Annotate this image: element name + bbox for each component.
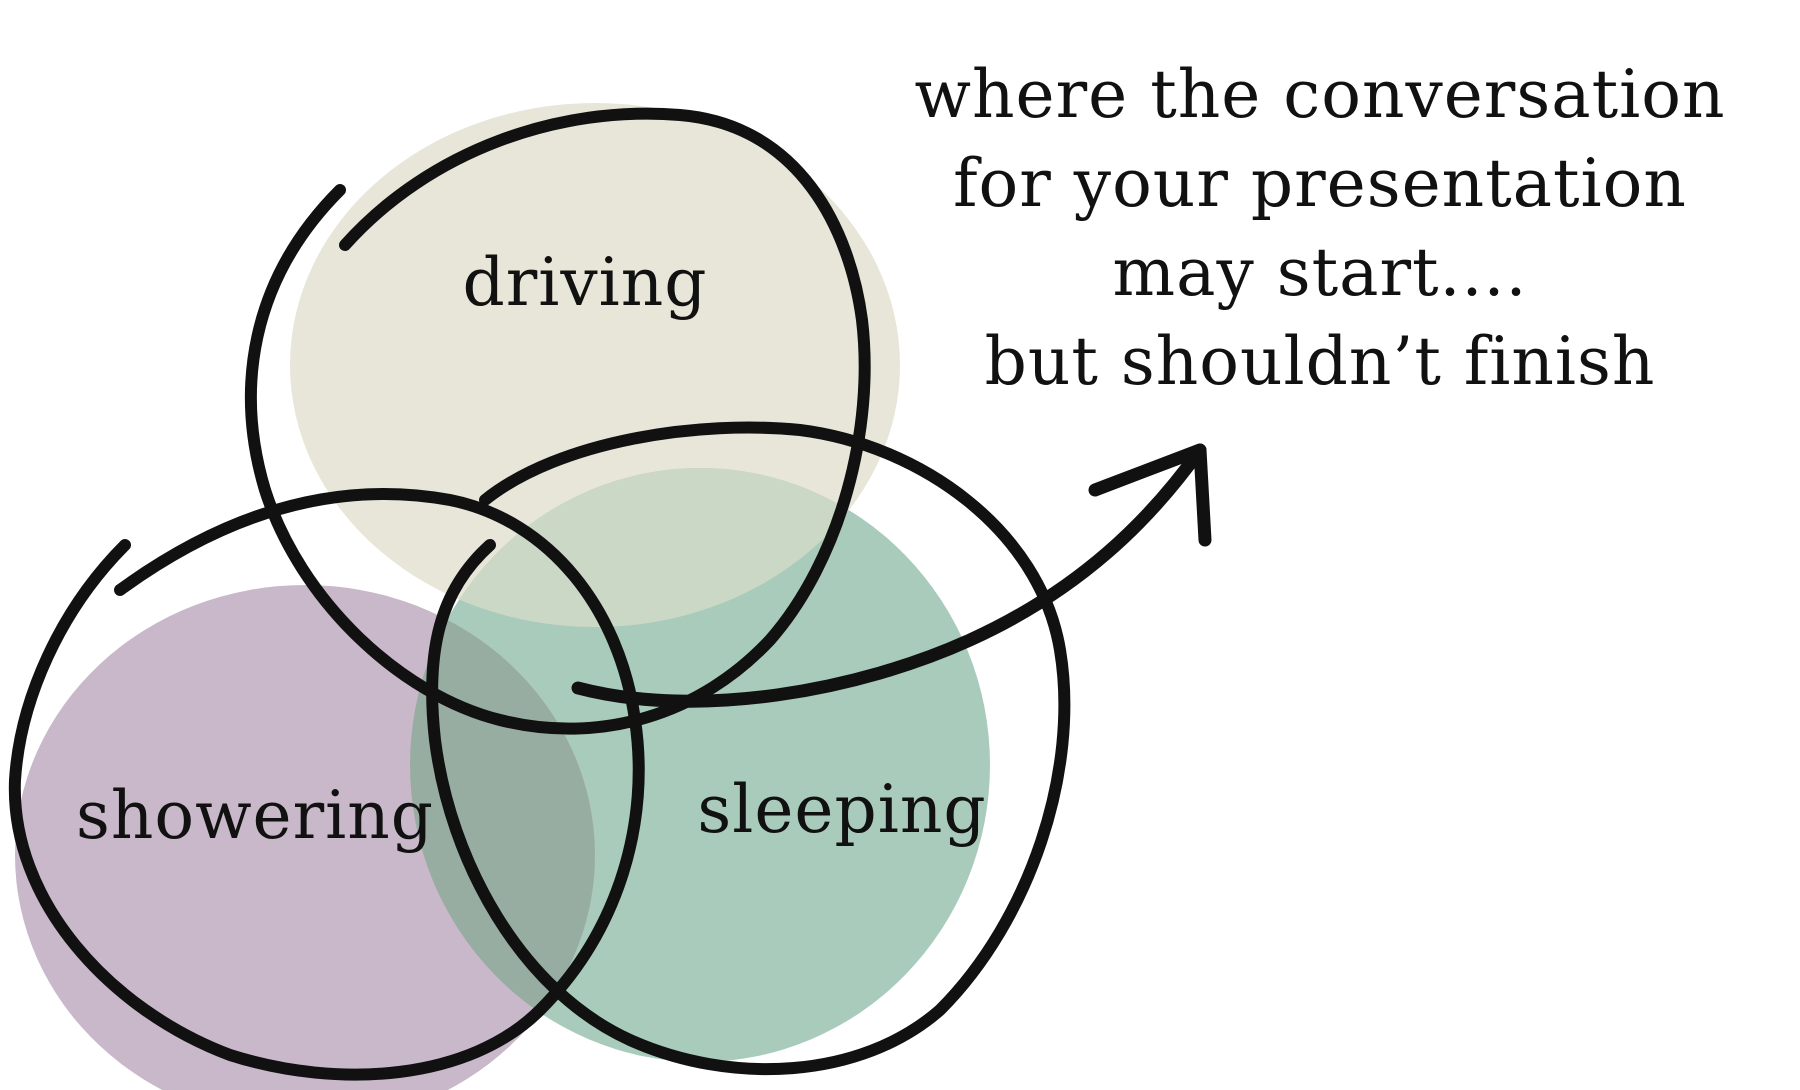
outline-sleeping [426, 421, 1071, 1076]
caption-line-4: but shouldn’t finish [984, 323, 1656, 400]
caption-line-3: may start.... [1112, 234, 1528, 311]
outline-showering [8, 488, 645, 1081]
label-showering: showering [76, 777, 434, 854]
caption-line-1: where the conversation [914, 56, 1726, 133]
label-driving: driving [462, 244, 707, 321]
arrow-head [1088, 443, 1212, 547]
caption: where the conversation for your presenta… [860, 50, 1780, 406]
venn-outlines [8, 107, 1071, 1081]
label-sleeping: sleeping [697, 771, 986, 848]
curved-arrow-icon [571, 443, 1212, 708]
caption-line-2: for your presentation [953, 145, 1687, 222]
arrow-shaft [571, 443, 1207, 708]
venn-labels: driving showering sleeping [76, 244, 986, 854]
outline-driving [244, 107, 871, 735]
